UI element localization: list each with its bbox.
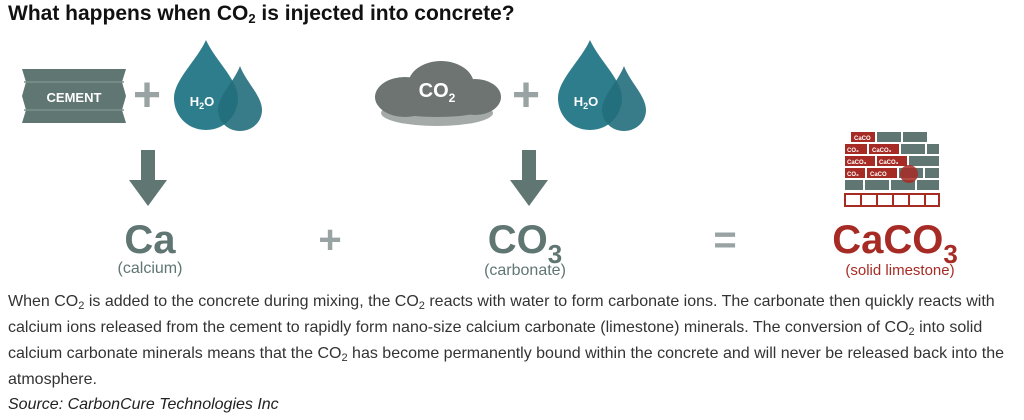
- svg-text:CaCO: CaCO: [870, 172, 887, 178]
- equals-sign: =: [713, 218, 737, 262]
- svg-text:CaCO₃: CaCO₃: [879, 160, 899, 166]
- description-paragraph: When CO2 is added to the concrete during…: [8, 293, 1005, 388]
- water-drops-icon-1: H2O: [174, 40, 262, 131]
- cement-bag-icon: CEMENT: [22, 69, 126, 123]
- svg-text:CO₃: CO₃: [847, 148, 859, 154]
- co2-cloud-icon: CO2: [375, 61, 501, 126]
- calcium-label: (calcium): [117, 260, 183, 277]
- down-arrow-icon-2: [510, 150, 548, 206]
- carbonate-label: (carbonate): [484, 262, 566, 279]
- limestone-label: (solid limestone): [845, 262, 955, 279]
- svg-text:CaCO: CaCO: [854, 136, 871, 142]
- svg-text:H2O: H2O: [190, 94, 215, 111]
- svg-text:H2O: H2O: [574, 94, 599, 111]
- limestone-symbol: CaCO3: [832, 218, 958, 269]
- calcium-symbol: Ca: [124, 218, 176, 262]
- svg-text:CaCO₃: CaCO₃: [872, 148, 892, 154]
- plus-sign-2: +: [512, 69, 541, 122]
- plus-sign-3: +: [318, 218, 342, 262]
- svg-text:CO2: CO2: [419, 80, 456, 105]
- brick-wall-icon: CaCO CO₃ CaCO₃ CaCO₃ CaCO₃ CO₃ CaCO: [844, 132, 940, 207]
- page-title: What happens when CO2 is injected into c…: [8, 2, 515, 26]
- svg-text:CaCO₃: CaCO₃: [847, 160, 867, 166]
- plus-sign-1: +: [133, 69, 162, 122]
- down-arrow-icon-1: [129, 150, 167, 206]
- cement-label: CEMENT: [47, 90, 102, 105]
- source-credit: Source: CarbonCure Technologies Inc: [8, 396, 279, 413]
- carbonate-symbol: CO3: [487, 218, 563, 269]
- svg-text:CO₃: CO₃: [847, 172, 859, 178]
- water-drops-icon-2: H2O: [558, 40, 646, 131]
